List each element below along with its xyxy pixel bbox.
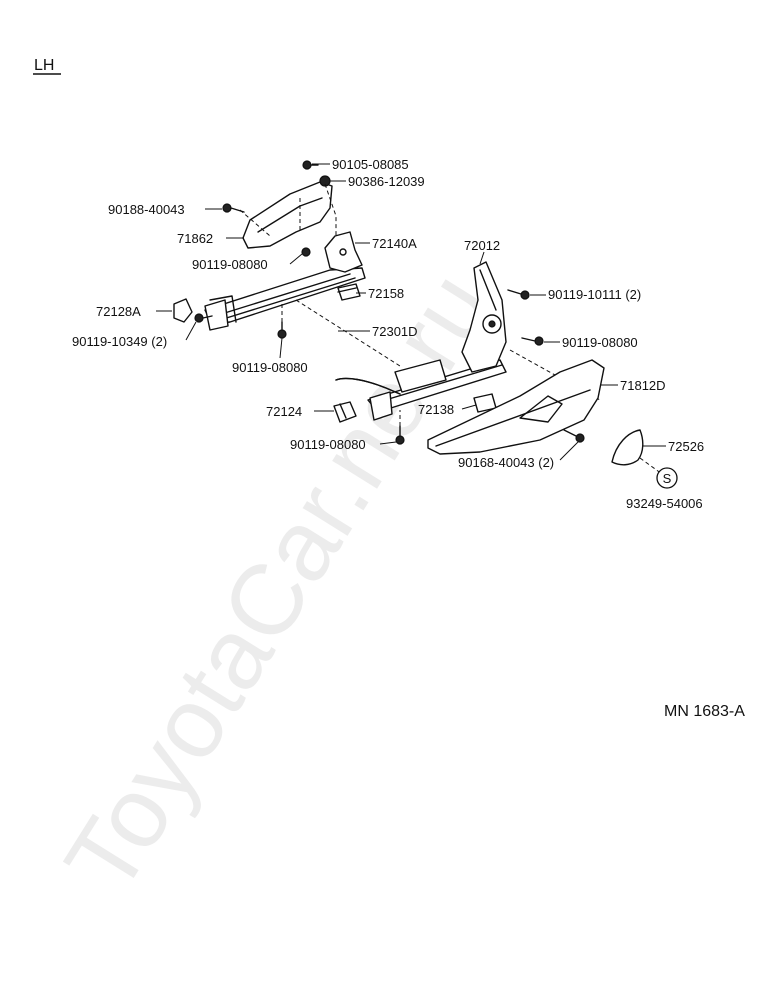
label-90119-08080-c: 90119-08080: [562, 335, 638, 350]
label-90119-08080-a: 90119-08080: [192, 257, 268, 272]
leader-90119-d: [379, 441, 397, 445]
label-72138: 72138: [418, 402, 454, 417]
release-lever: [335, 377, 401, 395]
label-72124: 72124: [266, 404, 302, 419]
label-90119-10349: 90119-10349 (2): [72, 334, 167, 349]
leader-72012: [479, 251, 485, 265]
bolt-90119-10111: [507, 289, 530, 300]
bolt-90168: [563, 429, 585, 443]
label-90188-40043: 90188-40043: [108, 202, 185, 217]
s-mark-letter: S: [663, 471, 672, 486]
block-72124: [333, 401, 357, 423]
bolt-90105: [302, 160, 319, 170]
bolt-90119-a: [301, 247, 311, 257]
label-72140A: 72140A: [372, 236, 417, 251]
cover-71862: [242, 181, 333, 249]
label-71862: 71862: [177, 231, 213, 246]
label-72128A: 72128A: [96, 304, 141, 319]
label-93249-54006: 93249-54006: [626, 496, 703, 511]
label-90168-40043: 90168-40043 (2): [458, 455, 554, 470]
label-90119-08080-d: 90119-08080: [290, 437, 366, 452]
left-seat-track: [204, 231, 366, 331]
bolt-90119-c: [521, 336, 544, 346]
leader-90119-10349: [185, 321, 197, 341]
watermark: ToyotaCar.ne.ru: [44, 254, 513, 912]
s-mark: S: [656, 467, 678, 489]
bolt-90119-d: [395, 425, 405, 445]
side-cover-71812D: [427, 359, 605, 455]
leader-90119-a: [289, 253, 303, 265]
label-90119-10111: 90119-10111 (2): [548, 287, 641, 302]
label-72301D: 72301D: [372, 324, 418, 339]
label-90105-08085: 90105-08085: [332, 157, 409, 172]
label-71812D: 71812D: [620, 378, 666, 393]
leader-90119-b: [279, 337, 283, 359]
leader-90168: [559, 441, 579, 461]
cover-72128A: [173, 298, 193, 323]
cap-72158: [337, 283, 361, 301]
knob-72526: [611, 429, 644, 466]
right-seat-track: [367, 359, 507, 421]
bolt-90119-10349: [194, 313, 213, 323]
bolt-90119-b: [277, 321, 287, 339]
label-90119-08080-b: 90119-08080: [232, 360, 308, 375]
label-90386-12039: 90386-12039: [348, 174, 425, 189]
label-72526: 72526: [668, 439, 704, 454]
leader-72138: [461, 404, 477, 410]
recliner-frame-72012: [461, 261, 507, 373]
diagram-code: MN 1683-A: [664, 703, 745, 720]
side-label: LH: [34, 57, 54, 74]
label-72012: 72012: [464, 238, 500, 253]
label-72158: 72158: [368, 286, 404, 301]
